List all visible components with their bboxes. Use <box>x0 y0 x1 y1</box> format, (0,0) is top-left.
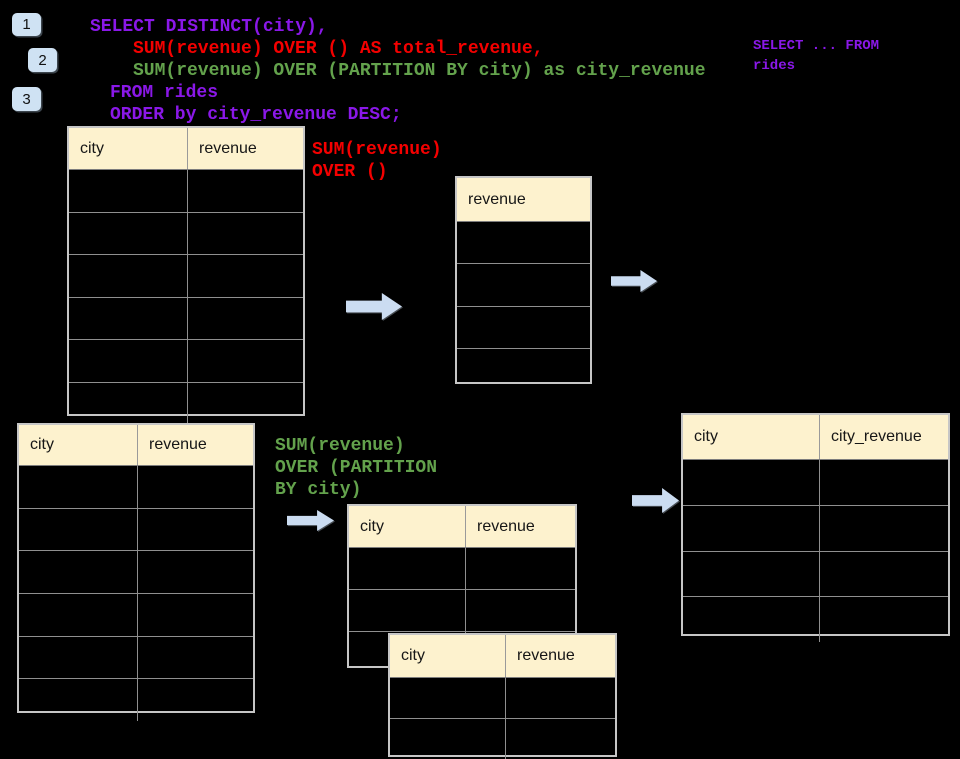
table-row <box>69 254 303 297</box>
table-row <box>349 589 575 631</box>
table-row <box>683 550 948 597</box>
annotation-partition-line2: OVER (PARTITION <box>275 458 438 478</box>
column-header-revenue: revenue <box>468 190 526 208</box>
table-row <box>390 677 615 718</box>
sql-line-sum-partition: SUM(revenue) OVER (PARTITION BY city) as… <box>133 61 706 81</box>
column-header-city-revenue: city_revenue <box>819 415 948 459</box>
table-row <box>69 339 303 382</box>
table-source-top: city revenue <box>67 126 305 424</box>
column-header-revenue: revenue <box>187 128 303 169</box>
table-row <box>19 507 253 551</box>
table-row <box>19 465 253 508</box>
column-header-revenue: revenue <box>465 506 575 547</box>
column-header-revenue: revenue <box>137 425 253 465</box>
table-partition-back: city revenue <box>388 633 617 759</box>
column-header-city: city <box>401 647 425 664</box>
table-row <box>19 550 253 594</box>
table-row <box>457 347 590 390</box>
table-row <box>349 547 575 589</box>
step-badge-2: 2 <box>28 48 57 72</box>
table-row <box>683 504 948 551</box>
table-row <box>683 596 948 642</box>
column-header-city: city <box>694 428 718 445</box>
table-result: city city_revenue <box>681 413 950 642</box>
sql-line-sum-total: SUM(revenue) OVER () AS total_revenue, <box>133 39 544 59</box>
step-badge-3: 3 <box>12 87 41 111</box>
column-header-revenue: revenue <box>505 635 615 677</box>
table-row <box>69 296 303 339</box>
annotation-partition-line1: SUM(revenue) <box>275 436 405 456</box>
table-row <box>683 459 948 505</box>
annotation-total-line2: OVER () <box>312 162 388 182</box>
snippet-rides: rides <box>753 58 796 74</box>
sql-line-order-by: ORDER by city_revenue DESC; <box>110 105 402 125</box>
table-partition-front: city revenue <box>347 504 577 673</box>
table-row <box>19 593 253 636</box>
table-source-bottom: city revenue <box>17 423 255 722</box>
table-row <box>69 169 303 212</box>
column-header-city: city <box>30 436 54 453</box>
table-row <box>390 718 615 759</box>
arrow-right-icon <box>346 293 402 320</box>
table-row <box>69 381 303 424</box>
column-header-city: city <box>80 139 104 157</box>
arrow-right-icon <box>632 488 679 513</box>
column-header-city: city <box>360 517 384 535</box>
arrow-right-icon <box>287 510 334 531</box>
step-badge-1: 1 <box>12 13 41 36</box>
sql-line-select: SELECT DISTINCT(city), <box>90 17 328 37</box>
table-row <box>457 305 590 348</box>
annotation-partition-line3: BY city) <box>275 480 362 500</box>
table-row <box>457 221 590 263</box>
table-total-revenue: revenue <box>455 176 592 384</box>
arrow-right-icon <box>611 270 657 292</box>
table-row <box>19 678 253 722</box>
snippet-select-from: SELECT ... FROM <box>753 38 880 54</box>
table-row <box>457 263 590 305</box>
annotation-total-line1: SUM(revenue) <box>312 140 442 160</box>
table-row <box>19 635 253 679</box>
sql-line-from: FROM rides <box>110 83 219 103</box>
table-row <box>69 211 303 254</box>
